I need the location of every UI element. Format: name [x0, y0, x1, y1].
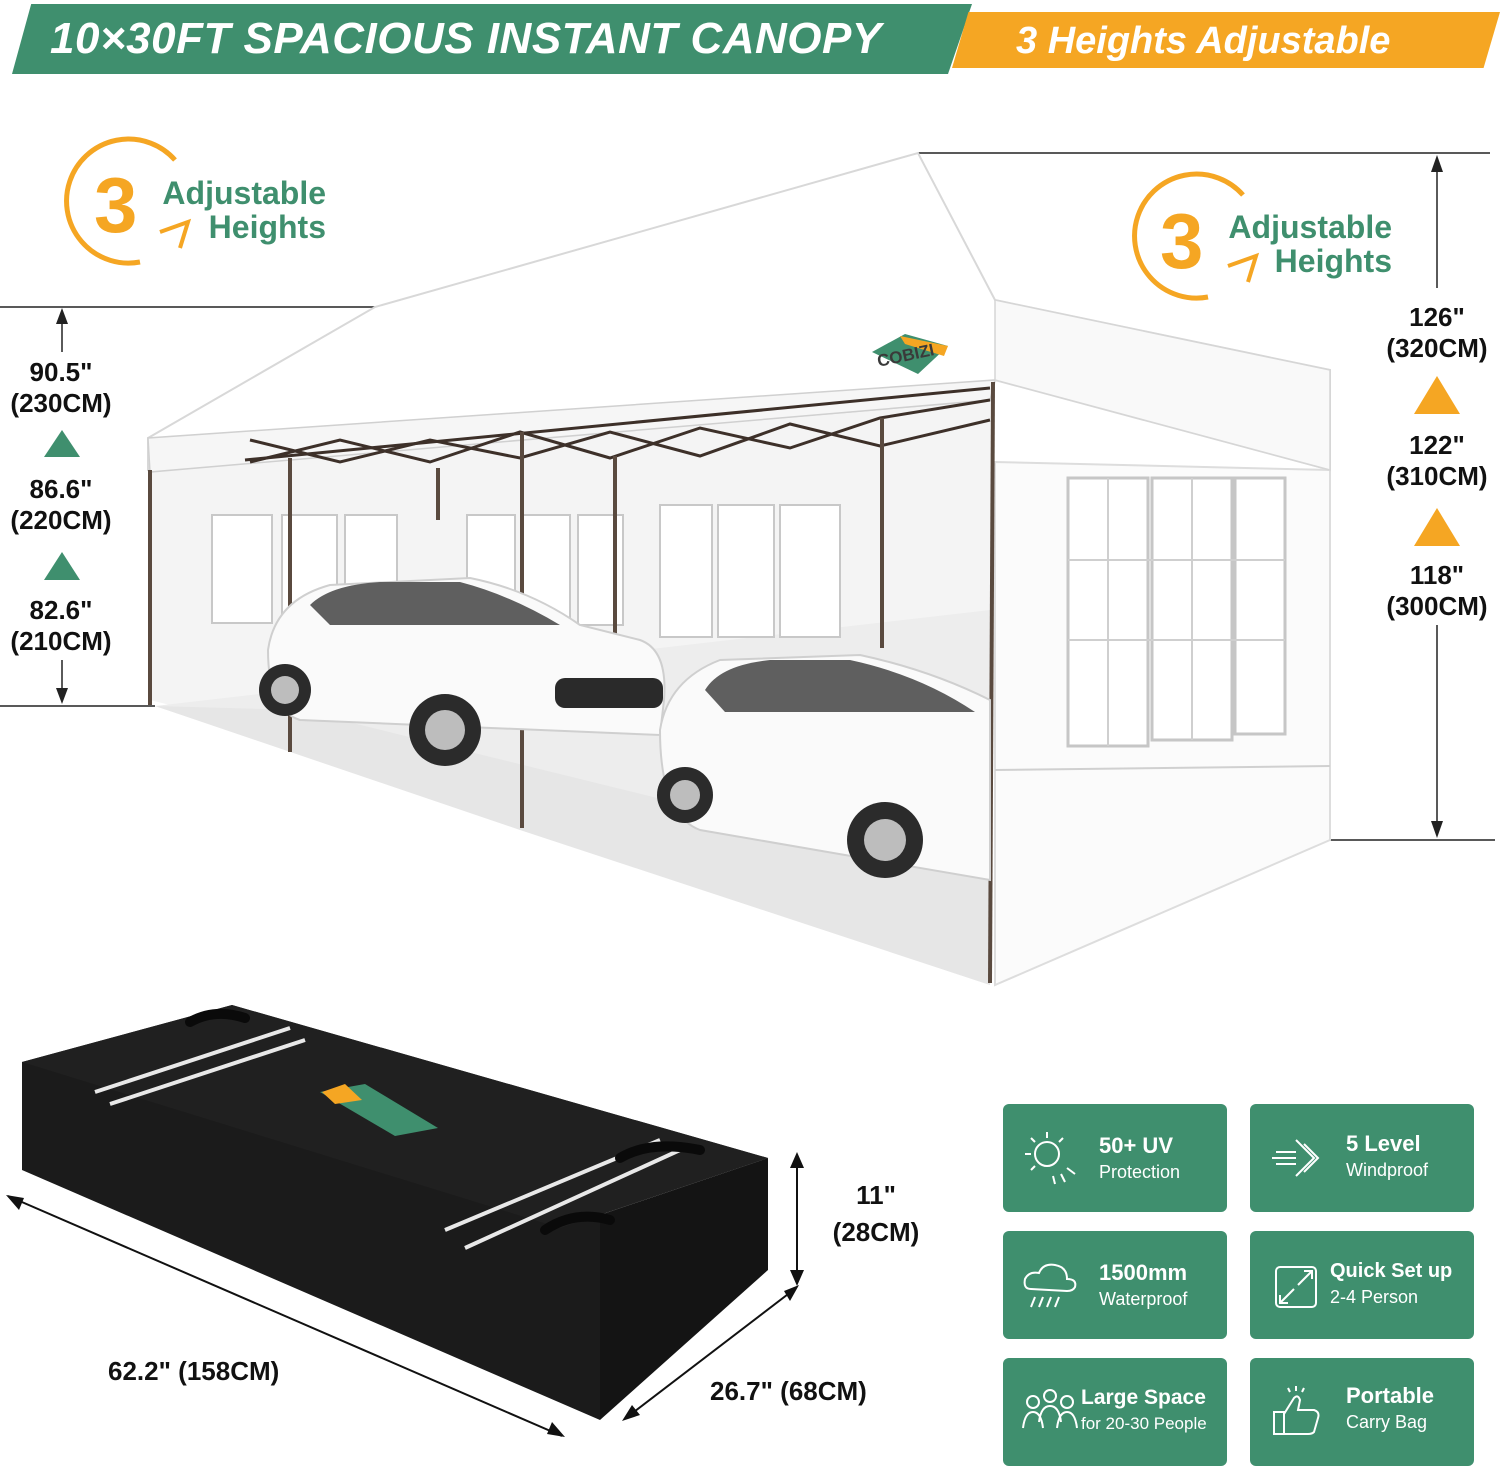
page-subtitle: 3 Heights Adjustable: [1016, 20, 1391, 62]
car-illustration: [657, 653, 991, 882]
height-inches: 118": [1409, 560, 1465, 590]
badge-number: 3: [94, 161, 138, 249]
height-inches: 82.6": [29, 595, 93, 625]
height-cm: (210CM): [10, 626, 112, 656]
feature-desc: Windproof: [1346, 1160, 1429, 1180]
badge-label: Adjustable Heights: [1222, 210, 1392, 278]
feature-card-setup: Quick Set up 2-4 Person: [1250, 1231, 1474, 1339]
feature-card-portable: Portable Carry Bag: [1250, 1358, 1474, 1466]
height-inches: 126": [1409, 302, 1465, 332]
feature-title: 1500mm: [1099, 1260, 1188, 1285]
height-cm: (310CM): [1386, 461, 1488, 491]
title-banner: [12, 4, 972, 74]
height-label: 82.6" (210CM): [0, 595, 122, 657]
badge-label: Adjustable Heights: [156, 176, 326, 244]
canopy-illustration: [0, 136, 1495, 987]
height-inches: 86.6": [29, 474, 93, 504]
rain-cloud-icon: [1023, 1263, 1077, 1308]
feature-card-space: Large Space for 20-30 People: [1003, 1358, 1227, 1466]
badge-line1: Adjustable: [162, 175, 326, 211]
carry-bag-illustration: [6, 1005, 804, 1437]
feature-card-windproof: 5 Level Windproof: [1250, 1104, 1474, 1212]
bag-length-label: 62.2" (158CM): [108, 1356, 280, 1386]
height-cm: (230CM): [10, 388, 112, 418]
sun-uv-icon: [1025, 1132, 1076, 1185]
badge-number: 3: [1160, 197, 1204, 285]
feature-desc: Protection: [1099, 1162, 1181, 1182]
wind-icon: [1272, 1139, 1320, 1177]
height-label: 118" (300CM): [1374, 560, 1500, 622]
height-label: 126" (320CM): [1374, 302, 1500, 364]
people-group-icon: [1022, 1389, 1078, 1429]
feature-desc: for 20-30 People: [1081, 1414, 1207, 1433]
feature-desc: Carry Bag: [1346, 1412, 1428, 1432]
feature-title: Large Space: [1081, 1386, 1206, 1409]
bag-height-cm: (28CM): [832, 1217, 920, 1247]
height-inches: 122": [1409, 430, 1465, 460]
car-illustration: [259, 576, 666, 766]
badge-line2: Heights: [1274, 243, 1392, 279]
expand-arrows-icon: [1275, 1266, 1317, 1308]
feature-title: Quick Set up: [1330, 1260, 1453, 1282]
feature-title: 50+ UV: [1099, 1133, 1173, 1158]
feature-title: Portable: [1346, 1383, 1435, 1408]
feature-desc: Waterproof: [1099, 1289, 1188, 1309]
bag-height-inches: 11": [856, 1180, 896, 1210]
height-label: 122" (310CM): [1374, 430, 1500, 492]
page-title: 10×30FT SPACIOUS INSTANT CANOPY: [50, 14, 882, 63]
feature-card-waterproof: 1500mm Waterproof: [1003, 1231, 1227, 1339]
height-cm: (220CM): [10, 505, 112, 535]
feature-title: 5 Level: [1346, 1131, 1421, 1156]
subtitle-banner: [952, 12, 1500, 68]
height-inches: 90.5": [29, 357, 93, 387]
feature-card-uv: 50+ UV Protection: [1003, 1104, 1227, 1212]
height-cm: (320CM): [1386, 333, 1488, 363]
feature-desc: 2-4 Person: [1330, 1287, 1419, 1307]
height-cm: (300CM): [1386, 591, 1488, 621]
height-label: 86.6" (220CM): [0, 474, 122, 536]
badge-line2: Heights: [208, 209, 326, 245]
badge-line1: Adjustable: [1228, 209, 1392, 245]
thumbs-up-icon: [1273, 1386, 1320, 1435]
bag-width-label: 26.7" (68CM): [710, 1376, 867, 1406]
bag-height-label: 11" (28CM): [822, 1180, 930, 1248]
height-label: 90.5" (230CM): [0, 357, 122, 419]
